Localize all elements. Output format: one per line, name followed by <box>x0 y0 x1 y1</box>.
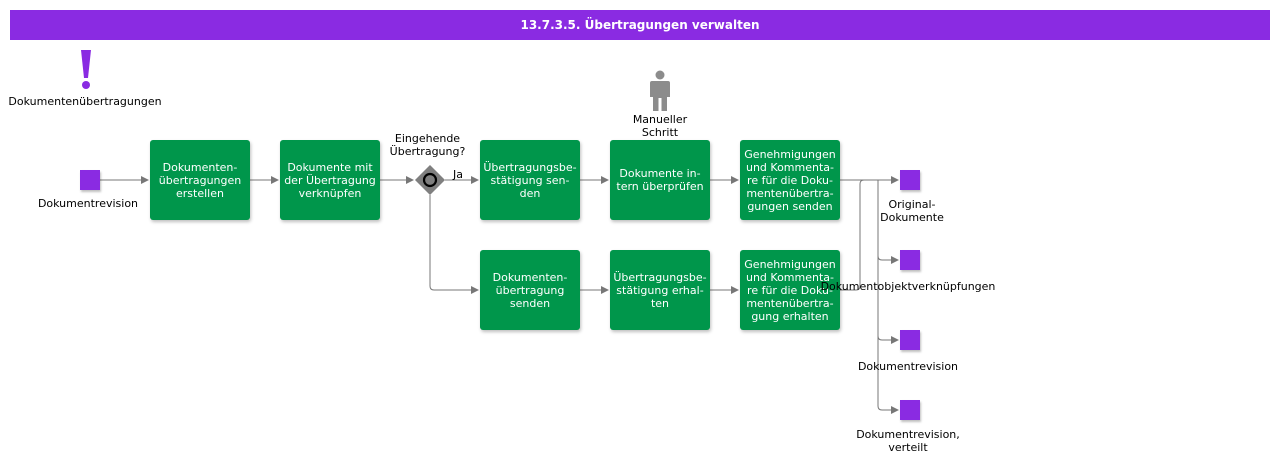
task-receive-confirmation[interactable]: Übertragungsbe- stätigung erhal- ten <box>610 250 710 330</box>
task-receive-approvals[interactable]: Genehmigungen und Kommenta- re für die D… <box>740 250 840 330</box>
event-label: Dokumentenübertragungen <box>8 95 162 108</box>
task-send-transfer[interactable]: Dokumenten- übertragung senden <box>480 250 580 330</box>
gateway-label: Eingehende Übertragung? <box>389 132 466 158</box>
gateway-diamond[interactable] <box>415 165 445 195</box>
connector-to-objektverknuepfungen <box>877 255 899 264</box>
task-send-approvals[interactable]: Genehmigungen und Kommenta- re für die D… <box>740 140 840 220</box>
diagram-title: 13.7.3.5. Übertragungen verwalten <box>10 10 1270 40</box>
output-object-dokumentrevision-verteilt <box>900 400 920 420</box>
actor-label: Manueller Schritt <box>632 113 688 139</box>
task-check-internal[interactable]: Dokumente in- tern überprüfen <box>610 140 710 220</box>
output-label-dokumentrevision: Dokumentrevision <box>857 360 959 373</box>
connector-to-dokumentrevision <box>877 335 899 344</box>
input-object-dokumentrevision <box>80 170 100 190</box>
output-object-dokumentrevision <box>900 330 920 350</box>
person-icon <box>650 70 670 111</box>
input-object-label: Dokumentrevision <box>37 197 139 210</box>
gateway-yes-label: Ja <box>453 168 463 181</box>
output-label-original-dokumente: Original- Dokumente <box>880 198 944 224</box>
output-object-dokumentobjektverknuepfungen <box>900 250 920 270</box>
output-label-dokumentobjektverknuepfungen: Dokumentobjektverknüpfungen <box>820 280 996 293</box>
connector-branch-trunk <box>877 180 883 411</box>
output-object-original-dokumente <box>900 170 920 190</box>
exclamation-icon <box>81 50 91 89</box>
output-label-dokumentrevision-verteilt: Dokumentrevision, verteilt <box>856 428 960 454</box>
task-link-documents[interactable]: Dokumente mit der Übertragung verknüpfen <box>280 140 380 220</box>
connector-gateway-to-send <box>429 195 479 294</box>
task-create-transfers[interactable]: Dokumenten- übertragungen erstellen <box>150 140 250 220</box>
connector-approvals-merge <box>840 179 865 291</box>
task-send-confirmation[interactable]: Übertragungsbe- stätigung sen- den <box>480 140 580 220</box>
